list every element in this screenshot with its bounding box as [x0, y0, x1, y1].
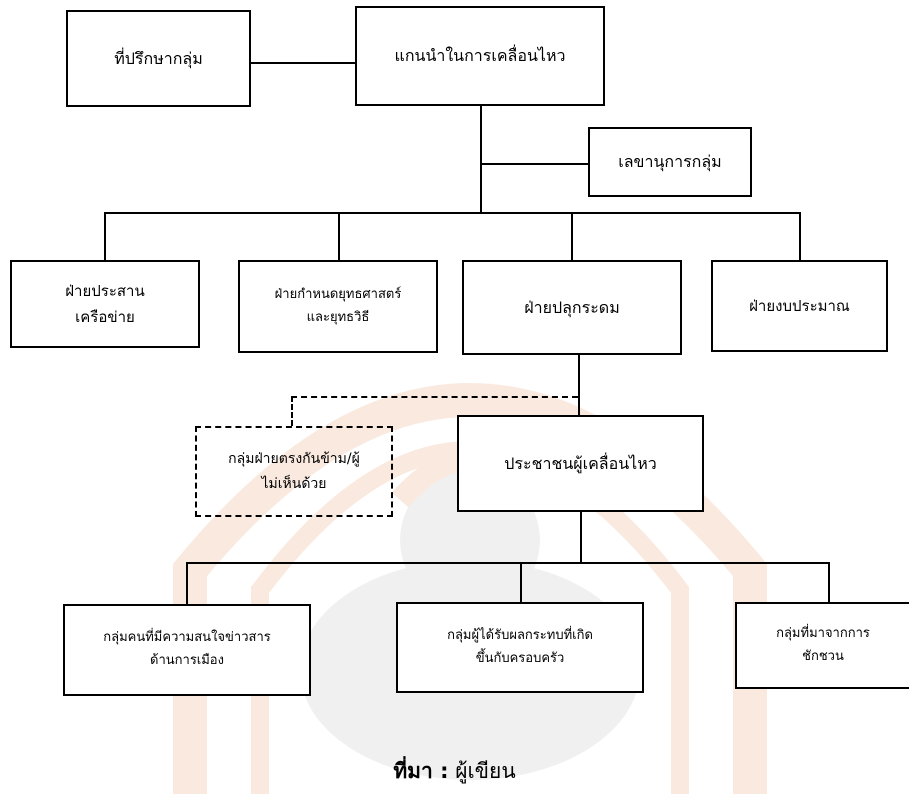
node-strategy: ฝ่ายกำหนดยุทธศาสตร์ และยุทธวิธี: [238, 260, 438, 353]
connector-opposition-dashed: [291, 396, 578, 398]
node-political-interest: กลุ่มคนที่มีความสนใจข่าวสาร ด้านการเมือง: [63, 604, 311, 696]
node-advisor-label: ที่ปรึกษากลุ่ม: [114, 48, 203, 68]
node-mobilize-label: ฝ่ายปลุกระดม: [524, 297, 620, 317]
connector-to-network: [104, 212, 106, 260]
connector-to-strategy: [338, 212, 340, 260]
connector-to-mobilize: [571, 212, 573, 260]
connector-advisor-leader: [249, 62, 355, 64]
node-movement-people: ประชาชนผู้เคลื่อนไหว: [457, 415, 704, 512]
connector-to-persuaded: [828, 562, 830, 602]
node-opposition: กลุ่มฝ่ายตรงกันข้าม/ผู้ ไม่เห็นด้วย: [195, 426, 393, 517]
node-network: ฝ่ายประสาน เครือข่าย: [10, 260, 200, 348]
node-advisor: ที่ปรึกษากลุ่ม: [66, 10, 251, 107]
node-opposition-label: กลุ่มฝ่ายตรงกันข้าม/ผู้ ไม่เห็นด้วย: [228, 451, 360, 492]
node-persuaded: กลุ่มที่มาจากการ ชักชวน: [735, 602, 909, 689]
connector-to-political: [186, 562, 188, 604]
node-family-affected-label: กลุ่มผู้ได้รับผลกระทบที่เกิด ขึ้นกับครอบ…: [447, 627, 593, 666]
source-label: ที่มา :: [393, 759, 449, 783]
node-budget: ฝ่ายงบประมาณ: [711, 260, 888, 352]
node-persuaded-label: กลุ่มที่มาจากการ ชักชวน: [776, 625, 870, 664]
node-leader: แกนนำในการเคลื่อนไหว: [355, 6, 605, 106]
node-network-label: ฝ่ายประสาน เครือข่าย: [65, 281, 145, 326]
source-value: ผู้เขียน: [455, 759, 516, 783]
node-political-interest-label: กลุ่มคนที่มีความสนใจข่าวสาร ด้านการเมือง: [103, 630, 271, 668]
connector-opposition-drop: [291, 396, 293, 426]
connector-mobilize-down: [578, 355, 580, 415]
node-strategy-label: ฝ่ายกำหนดยุทธศาสตร์ และยุทธวิธี: [274, 286, 402, 325]
connector-to-family: [520, 562, 522, 602]
source-caption: ที่มา : ผู้เขียน: [0, 755, 909, 788]
node-secretary: เลขานุการกลุ่ม: [588, 127, 752, 197]
node-family-affected: กลุ่มผู้ได้รับผลกระทบที่เกิด ขึ้นกับครอบ…: [396, 602, 644, 693]
node-movement-people-label: ประชาชนผู้เคลื่อนไหว: [504, 453, 657, 473]
node-budget-label: ฝ่ายงบประมาณ: [749, 296, 850, 315]
connector-to-budget: [799, 212, 801, 260]
connector-people-down: [580, 512, 582, 562]
connector-trunk-secretary: [480, 163, 588, 165]
node-mobilize: ฝ่ายปลุกระดม: [462, 260, 682, 355]
node-secretary-label: เลขานุการกลุ่ม: [618, 152, 722, 171]
connector-leader-trunk: [480, 105, 482, 212]
connector-level1-bar: [104, 212, 800, 214]
connector-level3-bar: [186, 562, 829, 564]
node-leader-label: แกนนำในการเคลื่อนไหว: [394, 46, 566, 65]
